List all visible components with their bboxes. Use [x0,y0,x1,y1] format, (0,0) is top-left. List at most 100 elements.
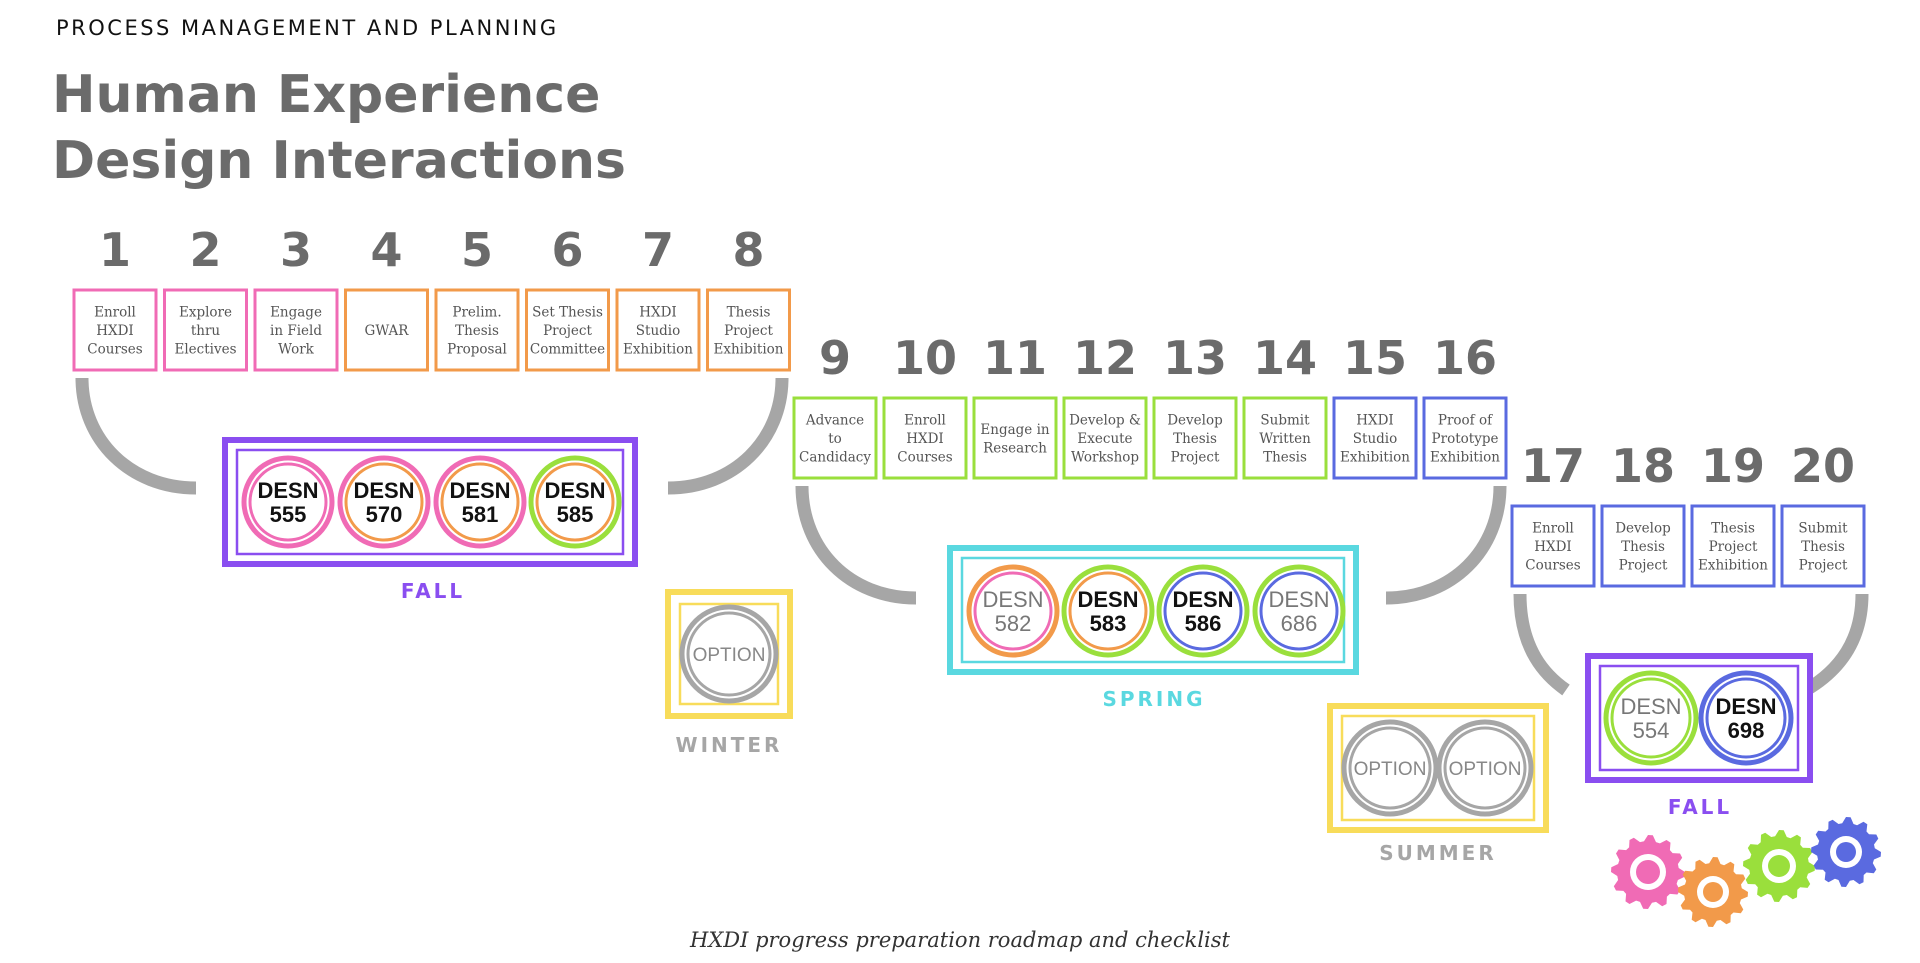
step-number: 7 [642,223,674,277]
step-box [1422,396,1508,480]
title-line-1: Human Experience [52,65,601,125]
step-label-line: Project [724,323,773,339]
step-label-line: Prototype [1432,431,1499,447]
title-line-2: Design Interactions [52,131,626,191]
course-number: 555 [270,502,307,527]
course-outer-ring [1156,564,1250,658]
connector-arc [1802,593,1869,696]
step-label-line: Engage [270,305,322,321]
course-outer-ring [1341,719,1439,817]
step-label-line: Thesis [727,305,771,321]
gear-hub [1836,842,1856,862]
step-number: 11 [983,331,1047,385]
course-number: 570 [366,502,403,527]
course-outer-ring [679,604,779,704]
step-label-line: Exhibition [1430,450,1500,466]
step-label-line: Committee [530,342,605,358]
course-code: DESN [1268,587,1329,612]
course-outer-ring [528,455,622,549]
step-number: 17 [1521,439,1585,493]
step-number: 10 [893,331,957,385]
step-number: 8 [732,223,764,277]
step-number: 19 [1701,439,1765,493]
step-label-line: Project [1619,558,1668,574]
step-number: 9 [819,331,851,385]
step-box [972,396,1058,480]
course-number: 586 [1185,611,1222,636]
course-inner-ring [440,462,520,542]
semester-label: SPRING [1102,687,1205,711]
step-label-line: HXDI [906,431,944,447]
course-code: DESN [1715,694,1776,719]
step-label-line: Exhibition [1340,450,1410,466]
course-inner-ring [686,611,772,697]
step-label-line: Thesis [1801,539,1845,555]
course-number: 581 [462,502,499,527]
option-label: OPTION [693,645,766,666]
connector-arc [1385,485,1507,605]
course-code: DESN [982,587,1043,612]
step-box [72,288,158,372]
course-outer-ring [966,564,1060,658]
option-label: OPTION [1354,759,1427,780]
step-box [792,396,878,480]
step-label-line: Courses [897,450,953,466]
course-inner-ring [1068,571,1148,651]
step-box [1242,396,1328,480]
course-inner-ring [1163,571,1243,651]
step-box [344,288,429,372]
page-title: Human Experience Design Interactions [52,62,626,194]
course-number: 686 [1281,611,1318,636]
option-course: OPTION [1436,719,1534,817]
course-outer-ring [1252,564,1346,658]
semester-label: FALL [401,579,465,603]
step-label-line: Develop & [1069,413,1141,429]
pink-gear-icon [1611,835,1685,909]
step-label-line: Engage in [980,422,1049,438]
step-label-line: Thesis [1263,450,1307,466]
step-label-line: Exhibition [623,342,693,358]
course-outer-ring [1061,564,1155,658]
step-box [1332,396,1418,480]
step-number: 12 [1073,331,1137,385]
step-label-line: Courses [87,342,143,358]
step-box [1152,396,1238,480]
step-label-line: Work [278,342,315,358]
step-label-line: Prelim. [452,305,501,321]
step-box [615,288,701,372]
step-label-line: Explore [179,305,232,321]
step-label-line: Project [1799,558,1848,574]
step-label-line: Thesis [1173,431,1217,447]
step-box [882,396,968,480]
course-outer-ring [1436,719,1534,817]
step-box [1780,504,1866,588]
step-box [1062,396,1148,480]
step-label-line: Enroll [94,305,136,321]
step-label-line: Written [1259,431,1311,447]
connector-arc [667,377,789,495]
step-label-line: HXDI [96,323,134,339]
step-number: 5 [461,223,493,277]
course-code: DESN [544,478,605,503]
course-inner-ring [1443,726,1527,810]
course-outer-ring [337,455,431,549]
step-box [525,288,610,372]
